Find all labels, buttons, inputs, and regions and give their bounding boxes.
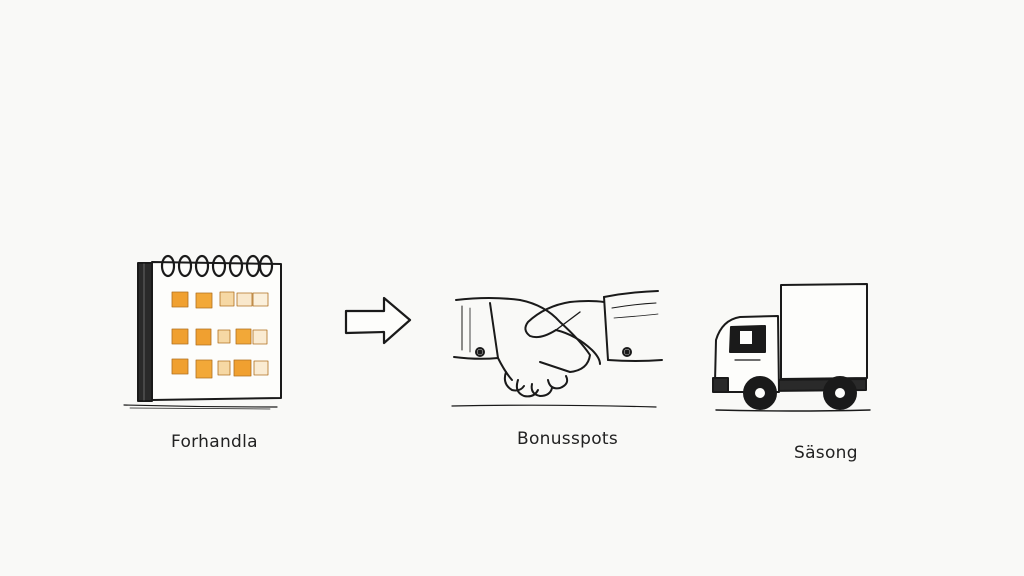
truck-icon [712,283,871,412]
arrow-right-icon [344,296,412,345]
handshake-icon [451,290,663,408]
calendar-icon [123,254,282,410]
step-label-negotiate: Forhandla [171,432,258,452]
step-label-bonus-spots: Bonusspots [517,429,619,449]
step-label-season: Säsong [794,443,858,463]
